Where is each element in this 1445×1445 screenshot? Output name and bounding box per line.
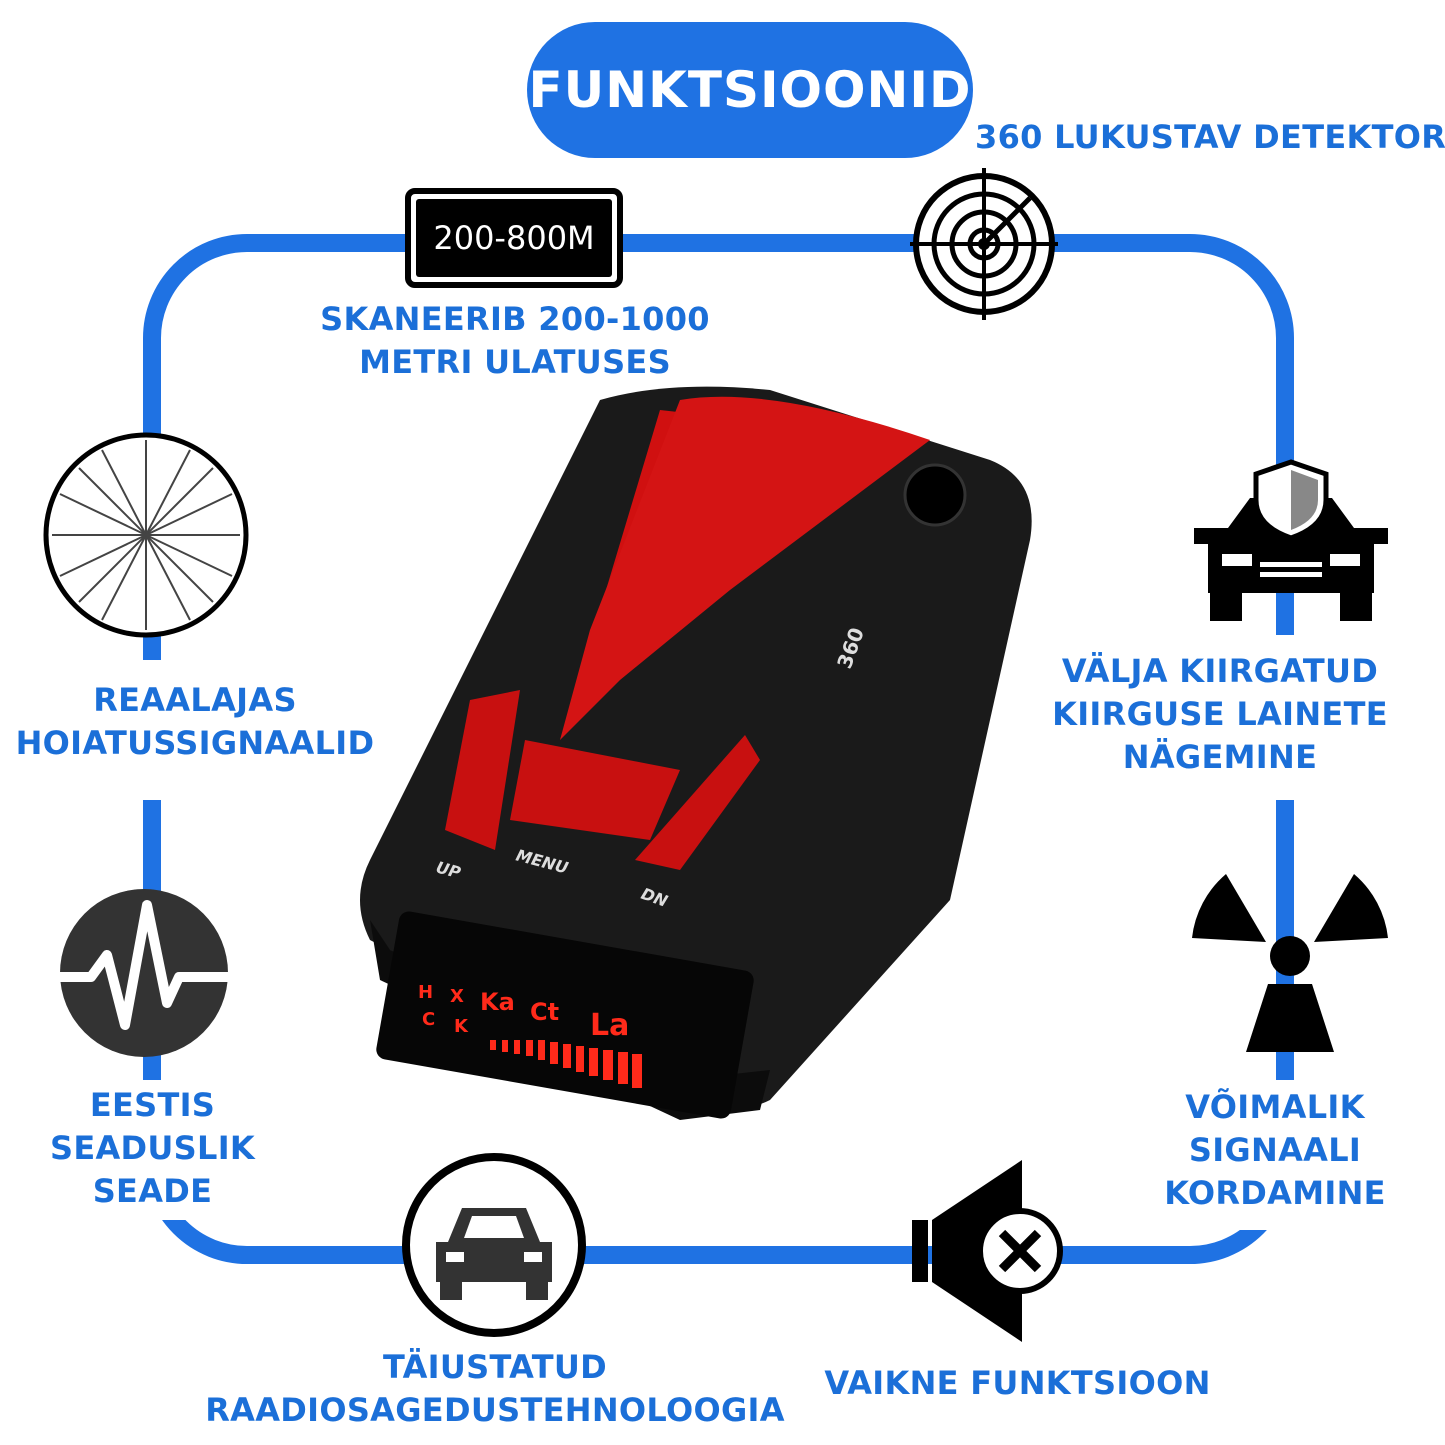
title-banner: FUNKTSIOONID bbox=[527, 22, 973, 158]
range-badge: 200-800M bbox=[405, 188, 623, 288]
mute-speaker-icon bbox=[912, 1160, 1063, 1342]
wheel-spokes-icon bbox=[43, 432, 249, 638]
label-scan: SKANEERIB 200-1000 METRI ULATUSES bbox=[320, 300, 710, 381]
radiation-icon bbox=[1192, 874, 1388, 1052]
car-icon bbox=[402, 1153, 586, 1337]
label-silent: VAIKNE FUNKTSIOON bbox=[824, 1364, 1211, 1402]
device-display: H X Ka Ct La C K bbox=[418, 982, 642, 1088]
display-la: La bbox=[590, 1008, 629, 1043]
display-h: H bbox=[418, 982, 433, 1003]
car-shield-icon bbox=[1194, 459, 1388, 621]
display-c: C bbox=[422, 1009, 435, 1030]
display-x: X bbox=[450, 986, 464, 1007]
label-rf: TÄIUSTATUD RAADIOSAGEDUSTEHNOLOOGIA bbox=[205, 1348, 785, 1429]
display-ct: Ct bbox=[530, 998, 559, 1026]
radar-detector-device: H X Ka Ct La C K UP MENU DN 360 bbox=[360, 386, 1032, 1120]
display-ka: Ka bbox=[480, 988, 515, 1016]
pulse-icon bbox=[55, 889, 233, 1057]
display-k: K bbox=[454, 1016, 469, 1037]
range-badge-text: 200-800M bbox=[416, 199, 612, 277]
label-repeat: VÕIMALIK SIGNAALI KORDAMINE bbox=[1164, 1088, 1386, 1212]
label-legal: EESTIS SEADUSLIK SEADE bbox=[49, 1086, 256, 1210]
label-waves: VÄLJA KIIRGATUD KIIRGUSE LAINETE NÄGEMIN… bbox=[1052, 652, 1388, 776]
radar-icon bbox=[910, 168, 1058, 320]
label-detector: 360 LUKUSTAV DETEKTOR bbox=[975, 118, 1445, 156]
label-alerts: REAALAJAS HOIATUSSIGNAALID bbox=[15, 681, 375, 762]
